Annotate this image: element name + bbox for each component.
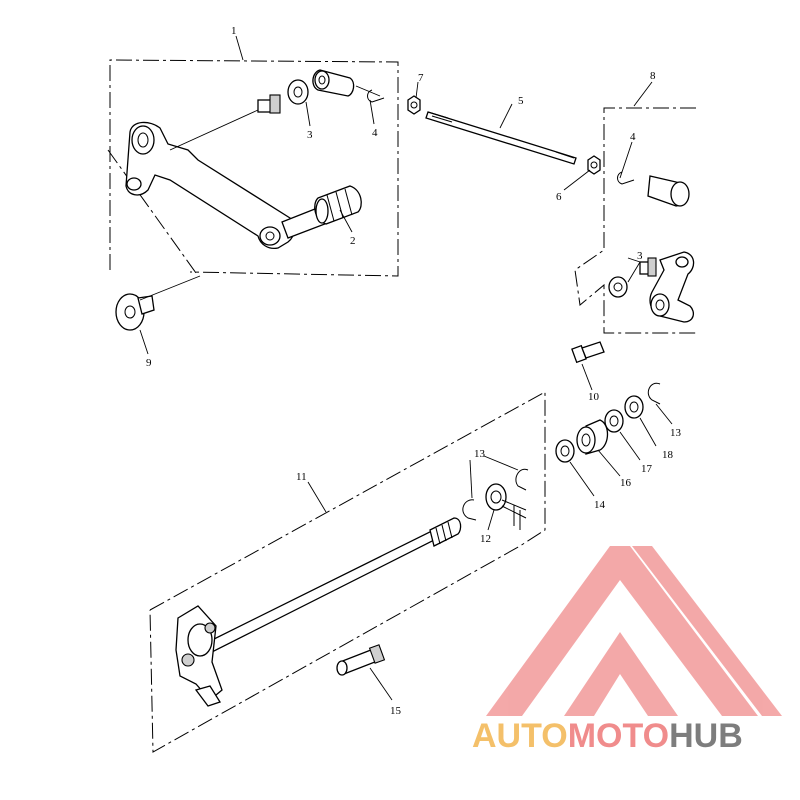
clamp-bolt	[571, 341, 605, 364]
gearchange-lever-arm	[649, 251, 695, 323]
callout-10: 10	[588, 391, 600, 403]
pivot-bolt-upper	[169, 94, 281, 151]
rod-end-right	[647, 175, 690, 207]
logo-word-auto: AUTO	[472, 717, 568, 755]
logo-word-moto: MOTO	[567, 717, 670, 755]
spacer-washer-lower	[608, 257, 657, 298]
washer-14	[555, 439, 575, 463]
callout-1: 1	[231, 25, 237, 37]
callout-5: 5	[518, 95, 524, 107]
callout-12: 12	[480, 533, 491, 545]
callout-6: 6	[556, 191, 562, 203]
callout-16: 16	[620, 477, 632, 489]
callout-11: 11	[296, 471, 307, 483]
logo-wordmark: AUTOMOTOHUB	[472, 714, 798, 758]
return-spring-collar	[485, 483, 527, 530]
callout-13-right: 13	[670, 427, 682, 439]
logo-triangle-outer	[486, 546, 758, 716]
group-box-1	[107, 59, 399, 277]
group-box-11	[149, 391, 546, 753]
callout-13-upper: 13	[474, 448, 486, 460]
callout-3-upper: 3	[307, 129, 313, 141]
logo-triangle-right	[632, 546, 782, 716]
circlip-13-lower	[462, 499, 477, 521]
linkage-rod	[425, 111, 577, 165]
bush-16	[576, 419, 609, 455]
callout-18: 18	[662, 449, 674, 461]
circlip-left	[355, 85, 385, 103]
callout-15: 15	[390, 705, 402, 717]
rod-end-left	[312, 69, 355, 97]
detent-stud	[336, 644, 386, 676]
callout-9: 9	[146, 357, 152, 369]
leader-lines	[139, 35, 673, 701]
callout-4-right: 4	[630, 131, 636, 143]
washer-17	[604, 409, 624, 433]
spacer-washer-upper	[287, 79, 309, 105]
locknut-lower	[587, 155, 601, 175]
callout-17: 17	[641, 463, 653, 475]
logo-word-hub: HUB	[669, 717, 743, 755]
selector-shaft	[175, 517, 462, 707]
automotohub-logo	[486, 546, 782, 716]
callout-3-lower: 3	[637, 250, 643, 262]
footpeg-rubber	[314, 185, 362, 225]
group-box-8	[574, 107, 696, 334]
washer-18	[624, 395, 644, 419]
gear-lever-arm	[125, 121, 331, 250]
circlip-13-upper	[515, 468, 529, 491]
callout-14: 14	[594, 499, 606, 511]
logo-triangle-mark	[486, 546, 782, 716]
callout-4-left: 4	[372, 127, 378, 139]
circlip-13-right	[647, 382, 661, 405]
pivot-bolt	[115, 293, 155, 331]
circlip-right	[617, 171, 635, 185]
callout-2: 2	[350, 235, 356, 247]
callout-8: 8	[650, 70, 656, 82]
callout-7: 7	[418, 72, 424, 84]
logo-triangle-inner	[564, 632, 678, 716]
locknut-upper	[407, 95, 421, 115]
callout-labels: 1 2 3 4 7 5 8 4 6 3 9 10 13 18 17 16 14 …	[146, 25, 682, 717]
